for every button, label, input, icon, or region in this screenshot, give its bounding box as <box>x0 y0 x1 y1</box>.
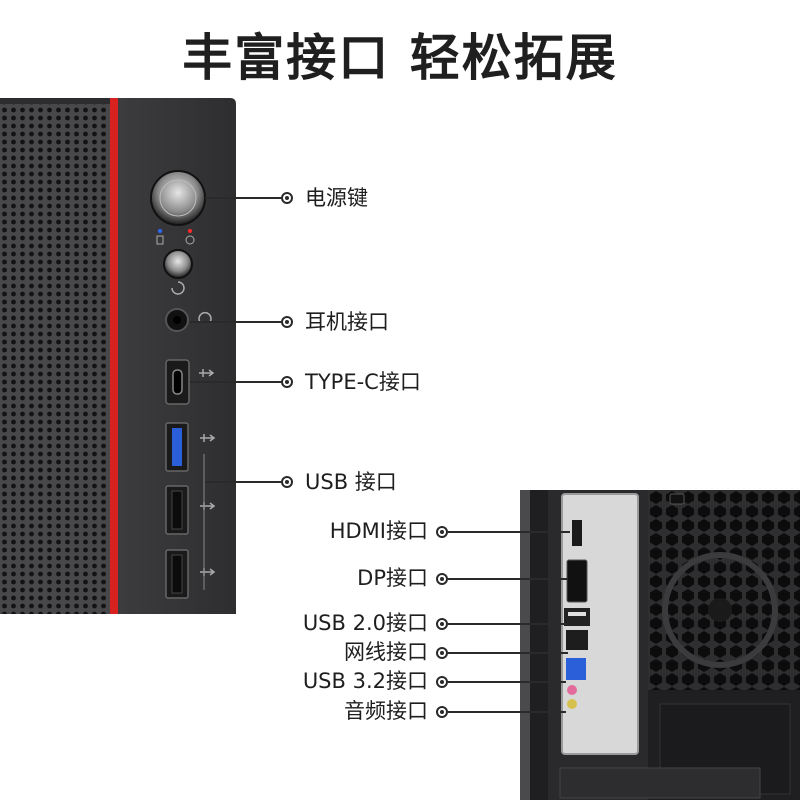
front-panel-photo <box>0 98 236 614</box>
headphone-leader <box>190 321 281 323</box>
power-leader <box>205 197 281 199</box>
lan-dot <box>436 647 448 659</box>
lan-leader <box>448 652 568 654</box>
dp-dot <box>436 573 448 585</box>
lan-label: 网线接口 <box>344 640 428 664</box>
typec-leader <box>190 381 281 383</box>
power-dot <box>281 192 293 204</box>
typec-label: TYPE-C接口 <box>305 370 421 394</box>
dp-label: DP接口 <box>357 566 428 590</box>
usb20-dot <box>436 618 448 630</box>
headphone-dot <box>281 316 293 328</box>
reset-button <box>163 249 193 279</box>
rear-panel-photo <box>520 490 800 800</box>
headphone-label: 耳机接口 <box>305 310 389 334</box>
dp-leader <box>448 578 568 580</box>
audio-label: 音频接口 <box>344 699 428 723</box>
usb20-label: USB 2.0接口 <box>302 611 428 635</box>
page-title: 丰富接口 轻松拓展 <box>182 29 618 87</box>
hdmi-leader <box>448 531 570 533</box>
usb-leader <box>205 481 281 483</box>
usb-label: USB 接口 <box>305 470 397 494</box>
usb20-leader <box>448 623 566 625</box>
hdmi-label: HDMI接口 <box>329 519 428 543</box>
hdmi-dot <box>436 526 448 538</box>
power-label: 电源键 <box>305 186 368 210</box>
usb-dot <box>281 476 293 488</box>
power-button <box>150 170 206 226</box>
usb32-label: USB 3.2接口 <box>302 669 428 693</box>
audio-leader <box>448 711 566 713</box>
audio-dot <box>436 706 448 718</box>
typec-dot <box>281 376 293 388</box>
usb32-dot <box>436 676 448 688</box>
usb32-leader <box>448 681 566 683</box>
